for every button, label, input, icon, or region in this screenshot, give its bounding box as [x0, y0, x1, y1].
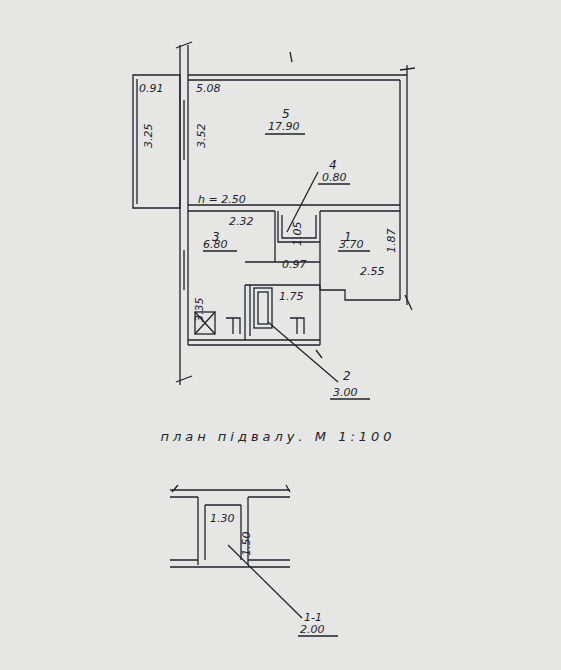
- room-number: 5: [282, 108, 290, 120]
- room-number: 4: [329, 159, 337, 171]
- dimension-label: 17.90: [268, 121, 300, 132]
- dimension-label: 1.75: [279, 291, 304, 302]
- dimension-label: 3.00: [333, 387, 358, 398]
- dimension-label: 3.70: [339, 239, 364, 250]
- room-number: 2: [343, 370, 351, 382]
- dimension-label: 1.05: [292, 222, 303, 247]
- dimension-label: 0.80: [322, 172, 347, 183]
- dimension-label: 3.25: [143, 124, 154, 149]
- dimension-label: 1.50: [241, 532, 252, 557]
- plan-caption: план підвалу. М 1:100: [160, 430, 395, 443]
- dimension-label: 2.55: [360, 266, 385, 277]
- dimension-label: 0.91: [139, 83, 164, 94]
- dimension-label: 3.52: [196, 124, 207, 149]
- dimension-label: 0.97: [282, 259, 307, 270]
- dimension-label: 5.08: [196, 83, 221, 94]
- dimension-label: 1.87: [386, 229, 397, 254]
- dimension-label: 2.00: [300, 624, 325, 635]
- dimension-label: 1-1: [304, 612, 322, 623]
- dimension-label: 3.35: [194, 298, 205, 323]
- dimension-label: h = 2.50: [198, 194, 246, 205]
- dimension-label: 1.30: [210, 513, 235, 524]
- dimension-label: 6.80: [203, 239, 228, 250]
- dimension-label: 2.32: [229, 216, 254, 227]
